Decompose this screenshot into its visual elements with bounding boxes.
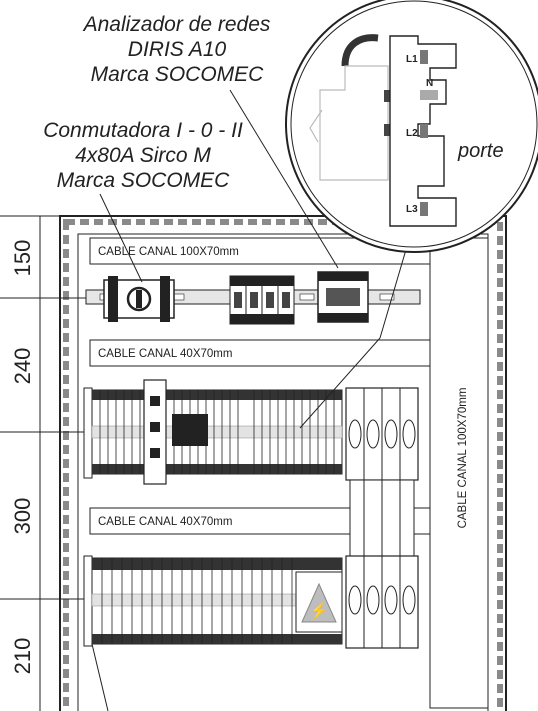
switch-annotation: Conmutadora I - 0 - II 4x80A Sirco M Mar… xyxy=(28,118,258,193)
switch-line-3: Marca SOCOMEC xyxy=(56,169,230,192)
dimension-210: 210 xyxy=(10,638,35,675)
distribution-block-lower xyxy=(345,555,419,649)
switch-leader-line xyxy=(99,193,143,283)
svg-text:⚡: ⚡ xyxy=(309,601,329,620)
detail-label-l1: L1 xyxy=(406,54,418,65)
detail-caption: porte xyxy=(457,140,504,162)
switch-line-1: Conmutadora I - 0 - II xyxy=(43,119,243,142)
analyzer-line-2: DIRIS A10 xyxy=(127,38,227,61)
detail-magnifier xyxy=(285,0,538,253)
detail-label-l2: L2 xyxy=(406,128,418,139)
detail-label-n: N xyxy=(426,78,433,89)
switch-line-2: 4x80A Sirco M xyxy=(75,144,211,167)
terminal-group-rail-3: ⚡ xyxy=(83,555,343,647)
cable-canal-middle-label: CABLE CANAL 40X70mm xyxy=(98,348,232,360)
breaker-group-rail-1 xyxy=(229,275,295,325)
distribution-block-upper xyxy=(345,387,419,481)
dimension-150: 150 xyxy=(10,240,35,277)
detail-label-l3: L3 xyxy=(406,204,418,215)
bottom-leader-line xyxy=(91,643,109,711)
cable-canal-top-label: CABLE CANAL 100X70mm xyxy=(98,246,239,258)
cable-canal-middle xyxy=(89,339,431,367)
analyzer-line-3: Marca SOCOMEC xyxy=(90,63,264,86)
busbar-links xyxy=(349,479,415,557)
detail-leader-line-b xyxy=(299,337,381,429)
analyzer-annotation: Analizador de redes DIRIS A10 Marca SOCO… xyxy=(72,12,282,87)
detail-leader-line-a xyxy=(379,235,411,339)
dimension-240: 240 xyxy=(10,348,35,385)
dimension-300: 300 xyxy=(10,498,35,535)
cable-canal-lower-label: CABLE CANAL 40X70mm xyxy=(98,516,232,528)
network-analyzer xyxy=(317,271,369,323)
analyzer-leader-line xyxy=(229,89,339,269)
analyzer-line-1: Analizador de redes xyxy=(83,13,271,36)
cable-canal-vertical-label: CABLE CANAL 100X70mm xyxy=(457,388,469,529)
terminal-group-rail-2 xyxy=(83,379,343,485)
changeover-switch xyxy=(103,276,175,322)
